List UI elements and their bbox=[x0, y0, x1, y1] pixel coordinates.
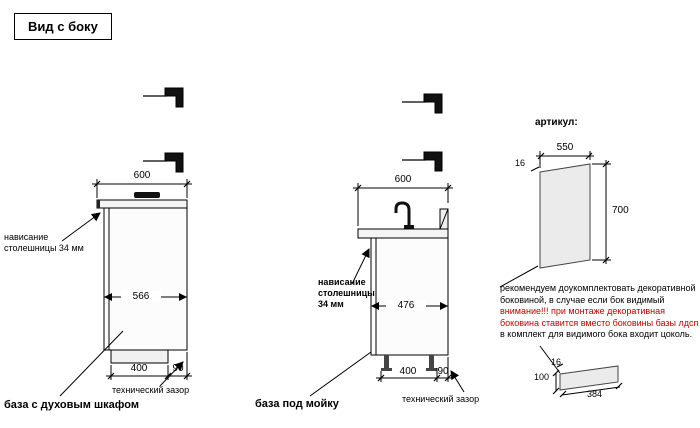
overhang-leader bbox=[351, 248, 370, 285]
dim-label-depth-sink: 476 bbox=[386, 300, 426, 311]
decorative-side-panel bbox=[539, 163, 591, 269]
caption-leader bbox=[59, 330, 124, 397]
plinth-leader bbox=[539, 345, 561, 374]
dim-label-panel-width: 550 bbox=[556, 142, 574, 153]
oven-handle bbox=[134, 192, 160, 198]
countertop-profile-icon bbox=[401, 151, 443, 172]
dim-label-gap-oven: 90 bbox=[172, 363, 184, 374]
note-leader bbox=[499, 265, 539, 288]
artikul-label: артикул: bbox=[535, 117, 578, 128]
dim-label-gap-sink: 90 bbox=[437, 366, 449, 377]
note-line: в комплект для видимого бока входит цоко… bbox=[500, 329, 693, 339]
note-line-warning: боковина ставится вместо боковины базы л… bbox=[500, 317, 699, 328]
dim-label-plinth-height: 100 bbox=[534, 372, 550, 382]
view-title: Вид с боку bbox=[14, 13, 112, 40]
caption-leader bbox=[309, 351, 372, 397]
dim-label-panel-thickness: 16 bbox=[515, 158, 526, 168]
gap-leader bbox=[450, 370, 465, 393]
caption-sink-base: база под мойку bbox=[255, 398, 339, 410]
side-panel-linework bbox=[499, 151, 623, 398]
overhang-note-oven: нависание столешницы 34 мм bbox=[4, 232, 84, 253]
countertop-profile-icon bbox=[401, 93, 443, 114]
plinth-strip bbox=[559, 365, 619, 391]
dim-label-panel-height: 700 bbox=[612, 205, 629, 216]
note-line-warning: внимание!!! при монтаже декоративная bbox=[500, 306, 665, 316]
gap-leader bbox=[159, 361, 184, 387]
dim-label-plinth-thickness: 16 bbox=[551, 357, 562, 367]
dim-label-plinth-sink: 400 bbox=[399, 366, 417, 377]
adjustable-legs bbox=[381, 355, 437, 371]
dim-label-plinth-length: 384 bbox=[587, 389, 603, 399]
dim-label-plinth-oven: 400 bbox=[130, 363, 148, 374]
sink-base-linework bbox=[309, 93, 465, 397]
dim-label-top-oven: 600 bbox=[133, 170, 151, 181]
oven-base-linework bbox=[59, 87, 192, 397]
overhang-note-sink: нависание столешницы 34 мм bbox=[318, 277, 375, 309]
upstand bbox=[439, 208, 449, 230]
recommendation-note: рекомендуем доукомплектовать декоративно… bbox=[500, 283, 700, 341]
dim-label-top-sink: 600 bbox=[394, 174, 412, 185]
gap-note-sink: технический зазор bbox=[402, 394, 480, 404]
caption-oven-base: база с духовым шкафом bbox=[4, 399, 139, 411]
faucet-icon bbox=[394, 201, 414, 229]
countertop-edge bbox=[97, 200, 100, 208]
dim-label-depth-oven: 566 bbox=[121, 291, 161, 302]
note-line: рекомендуем доукомплектовать декоративно… bbox=[500, 283, 696, 293]
gap-note-oven: технический зазор bbox=[112, 385, 190, 395]
note-line: боковиной, в случае если бок видимый bbox=[500, 294, 665, 305]
overhang-leader bbox=[61, 212, 101, 242]
countertop-profile-icon bbox=[142, 87, 184, 108]
